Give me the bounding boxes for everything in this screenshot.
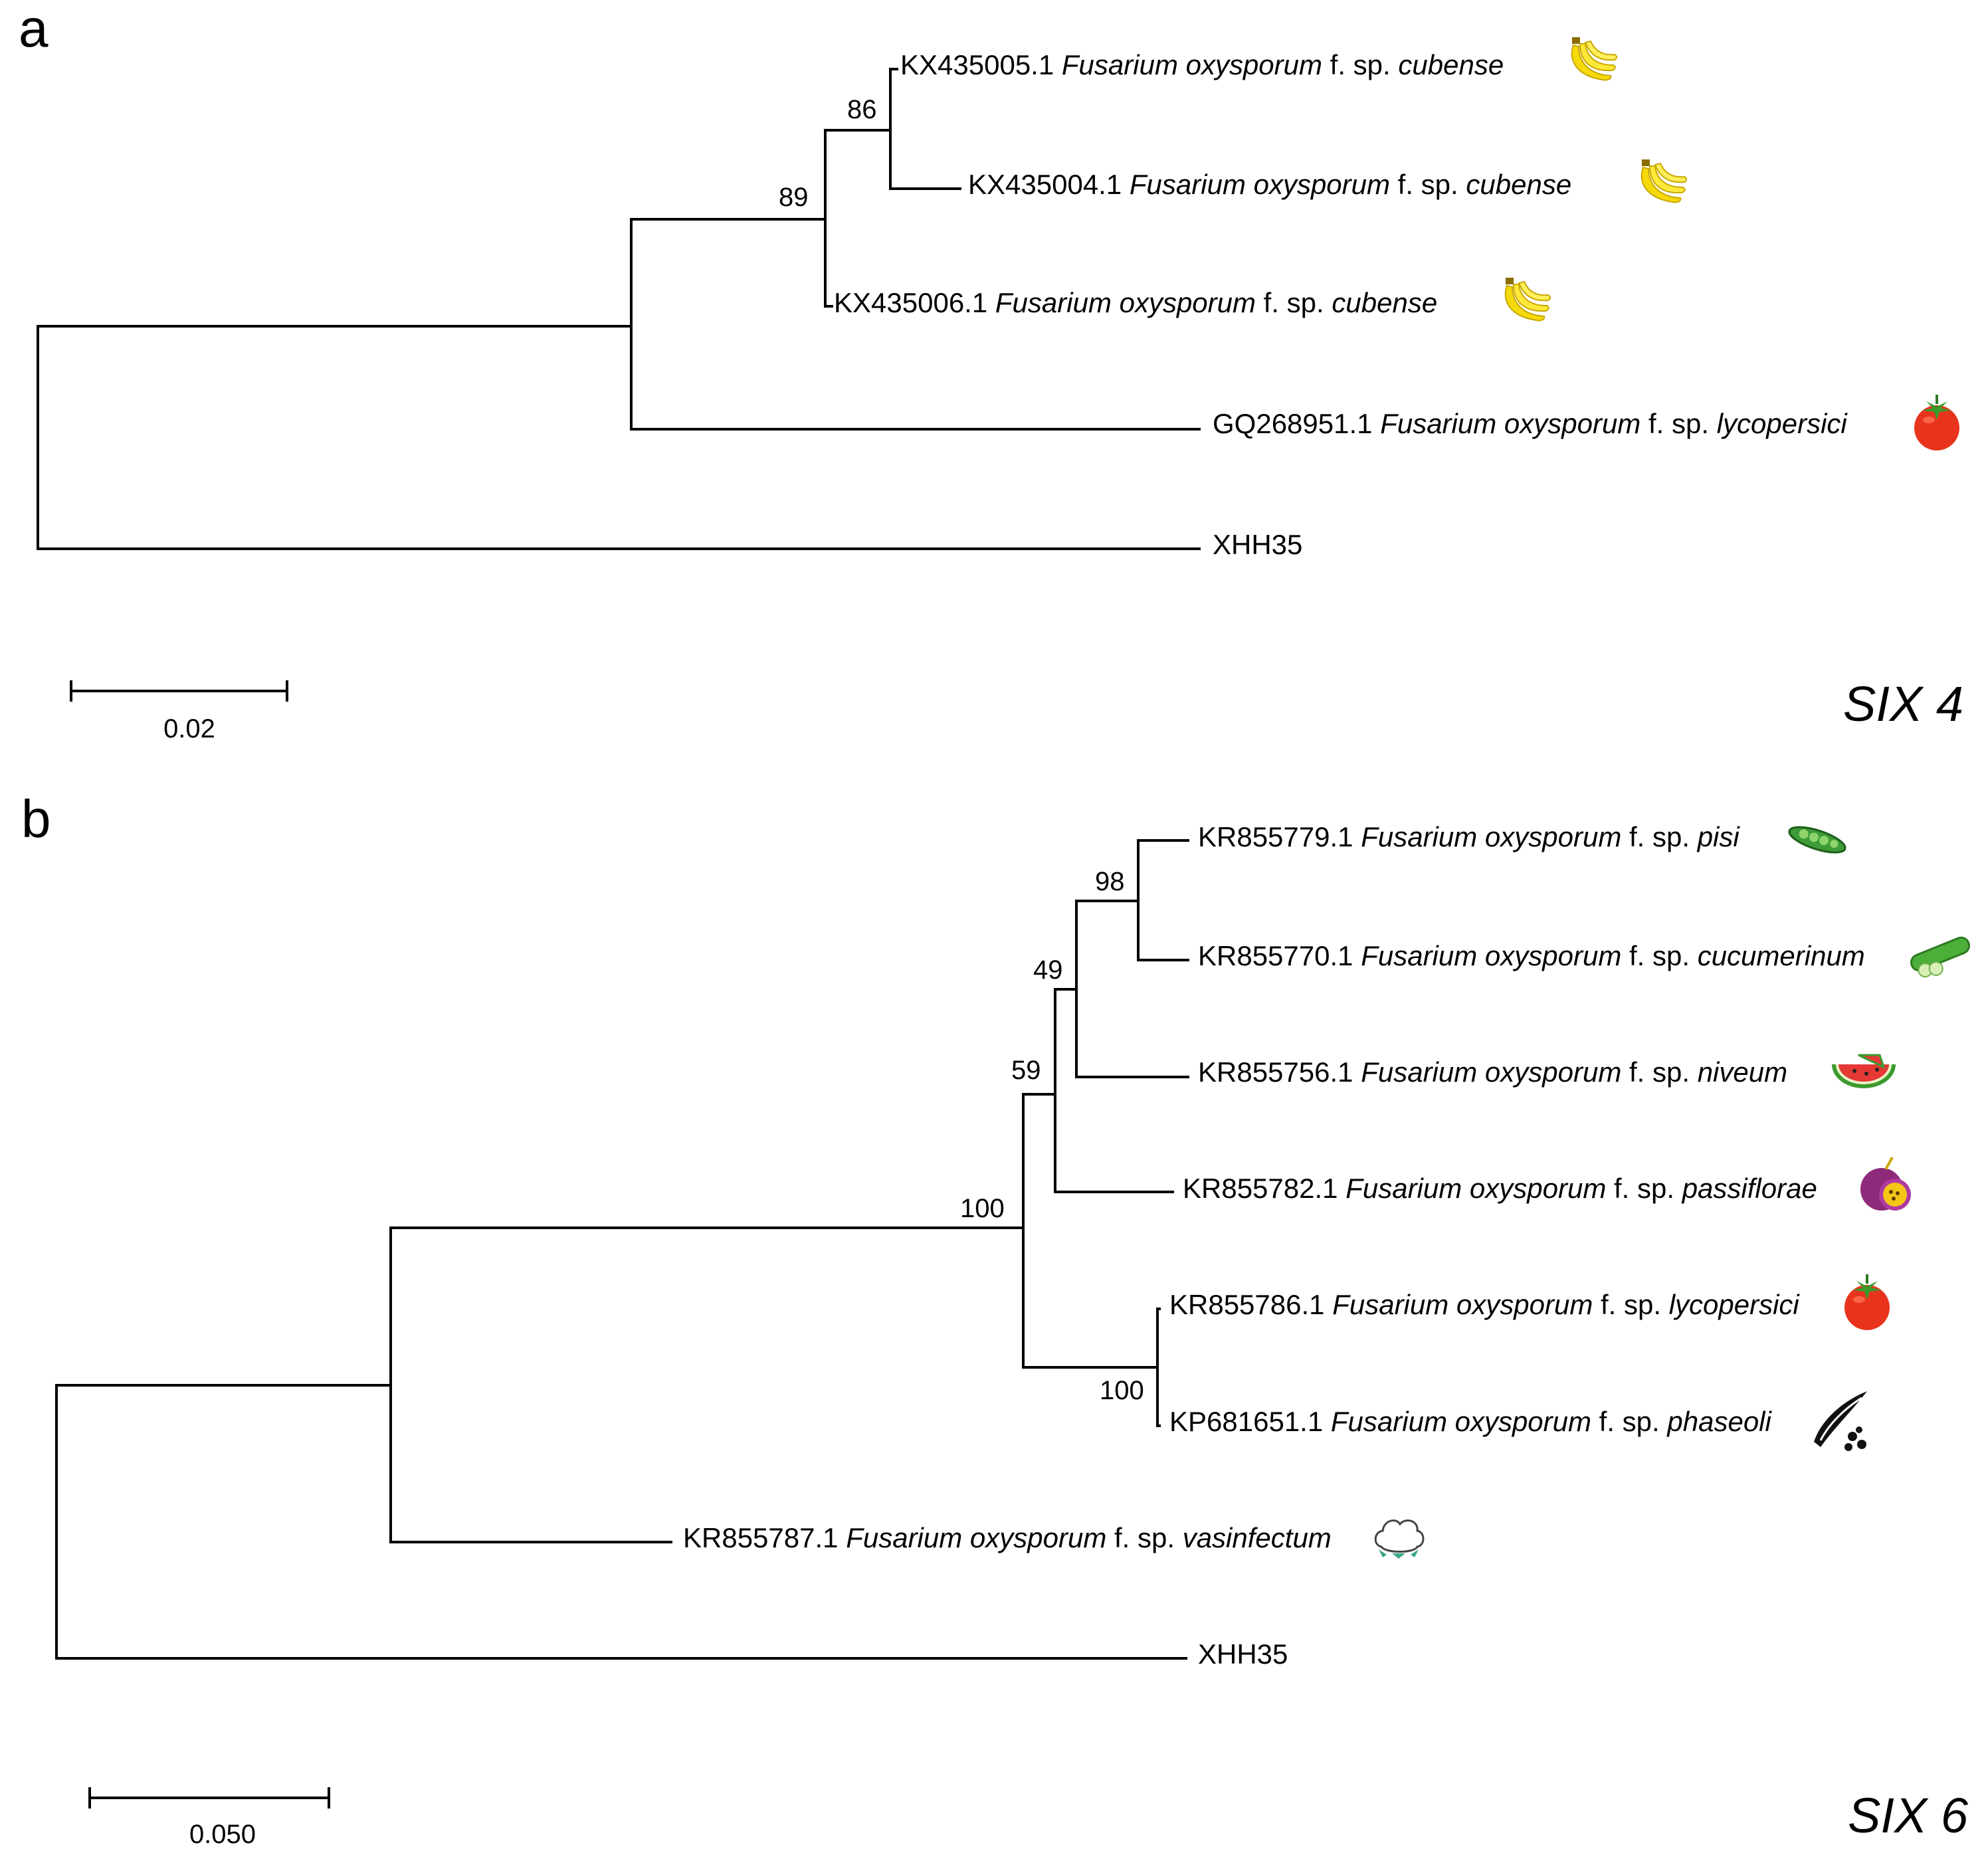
tree-leaf-label: KP681651.1 Fusarium oxysporum f. sp. pha…	[1169, 1406, 1773, 1437]
tomato-icon	[1914, 395, 1959, 450]
panel-b-label: b	[21, 789, 51, 848]
tree-leaf-label: KR855787.1 Fusarium oxysporum f. sp. vas…	[683, 1522, 1332, 1553]
gene-label: SIX 4	[1843, 676, 1963, 732]
tree-leaf-label: KR855756.1 Fusarium oxysporum f. sp. niv…	[1198, 1056, 1787, 1088]
tree-leaf-label: KX435006.1 Fusarium oxysporum f. sp. cub…	[834, 287, 1437, 318]
scale-bar	[88, 1787, 330, 1808]
bootstrap-value: 89	[779, 183, 809, 212]
bootstrap-value: 100	[1100, 1376, 1144, 1405]
pea-pod-icon	[1788, 826, 1846, 854]
tree-leaf-label: GQ268951.1 Fusarium oxysporum f. sp. lyc…	[1213, 408, 1848, 439]
cucumber-icon	[1910, 936, 1971, 978]
scale-bar	[70, 680, 288, 702]
bootstrap-value: 59	[1011, 1056, 1041, 1085]
banana-icon	[1640, 159, 1687, 203]
tree-leaf-label: KR855779.1 Fusarium oxysporum f. sp. pis…	[1198, 821, 1740, 852]
bootstrap-value: 100	[960, 1194, 1005, 1223]
tree-leaf-label: KX435005.1 Fusarium oxysporum f. sp. cub…	[900, 49, 1504, 80]
cotton-icon	[1374, 1519, 1425, 1559]
scale-bar-label: 0.050	[189, 1820, 256, 1849]
bootstrap-value: 98	[1095, 867, 1125, 896]
tomato-icon	[1844, 1274, 1890, 1330]
tree-leaf-label: KR855786.1 Fusarium oxysporum f. sp. lyc…	[1169, 1289, 1800, 1320]
tree-leaf-label: XHH35	[1213, 529, 1302, 560]
scale-bar-label: 0.02	[163, 714, 215, 743]
bootstrap-value: 86	[847, 95, 877, 124]
tree-leaf-label: XHH35	[1198, 1638, 1288, 1670]
panel-a-tree-branches	[37, 68, 1201, 550]
gene-label: SIX 6	[1848, 1788, 1969, 1843]
banana-icon	[1504, 277, 1551, 322]
banana-icon	[1571, 37, 1617, 81]
panel-a-label: a	[19, 0, 49, 58]
tree-leaf-label: KX435004.1 Fusarium oxysporum f. sp. cub…	[968, 169, 1571, 200]
tree-leaf-label: KR855782.1 Fusarium oxysporum f. sp. pas…	[1183, 1173, 1817, 1204]
bean-icon	[1814, 1391, 1867, 1451]
tree-leaf-label: KR855770.1 Fusarium oxysporum f. sp. cuc…	[1198, 940, 1865, 971]
passion-fruit-icon	[1860, 1157, 1911, 1211]
watermelon-icon	[1832, 1054, 1896, 1088]
panel-b-tree-branches	[55, 839, 1189, 1660]
bootstrap-value: 49	[1033, 955, 1063, 985]
